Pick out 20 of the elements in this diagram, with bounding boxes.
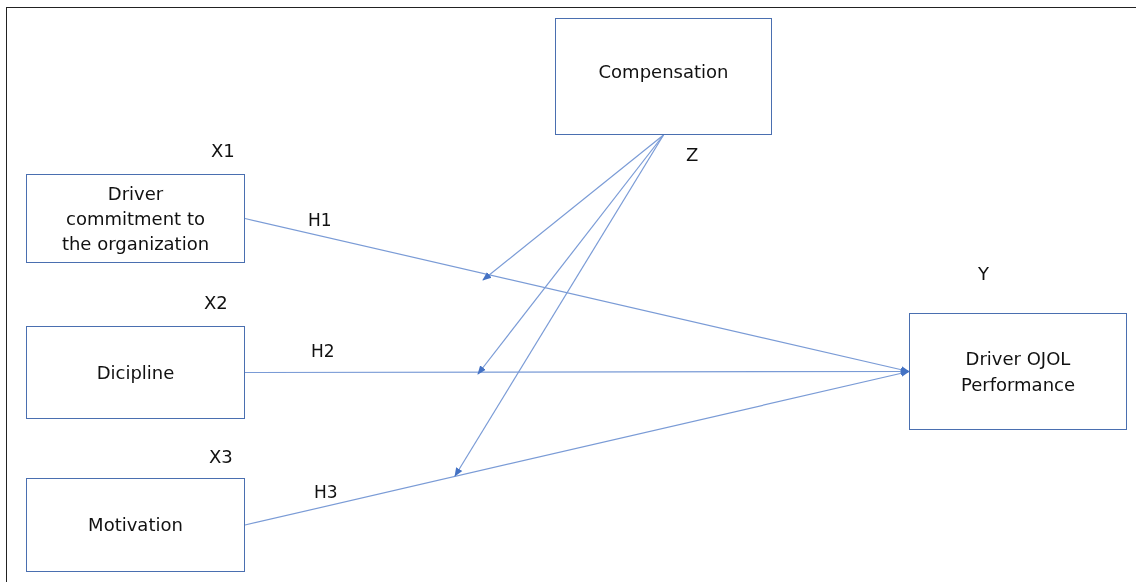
variable-code: X1 (211, 140, 235, 161)
variable-box (26, 478, 245, 572)
node-label: Compensation (597, 60, 730, 84)
node-label: Motivation (87, 513, 184, 538)
arrow (454, 134, 665, 477)
variable-code: Y (978, 263, 989, 284)
variable-box (26, 174, 245, 263)
node-label: Driver OJOL Performance (959, 347, 1077, 397)
variable-code: X3 (209, 446, 233, 467)
variable-box (909, 313, 1127, 430)
node-label: Dicipline (95, 360, 176, 385)
variable-code: X2 (204, 292, 228, 313)
node-label: Driver commitment to the organization (60, 181, 211, 257)
variable-code: Z (686, 144, 699, 165)
variable-box (26, 326, 245, 419)
arrow (244, 217, 910, 374)
arrow (244, 369, 910, 526)
variable-box (555, 18, 772, 135)
arrow (244, 367, 910, 376)
arrow (482, 134, 665, 281)
